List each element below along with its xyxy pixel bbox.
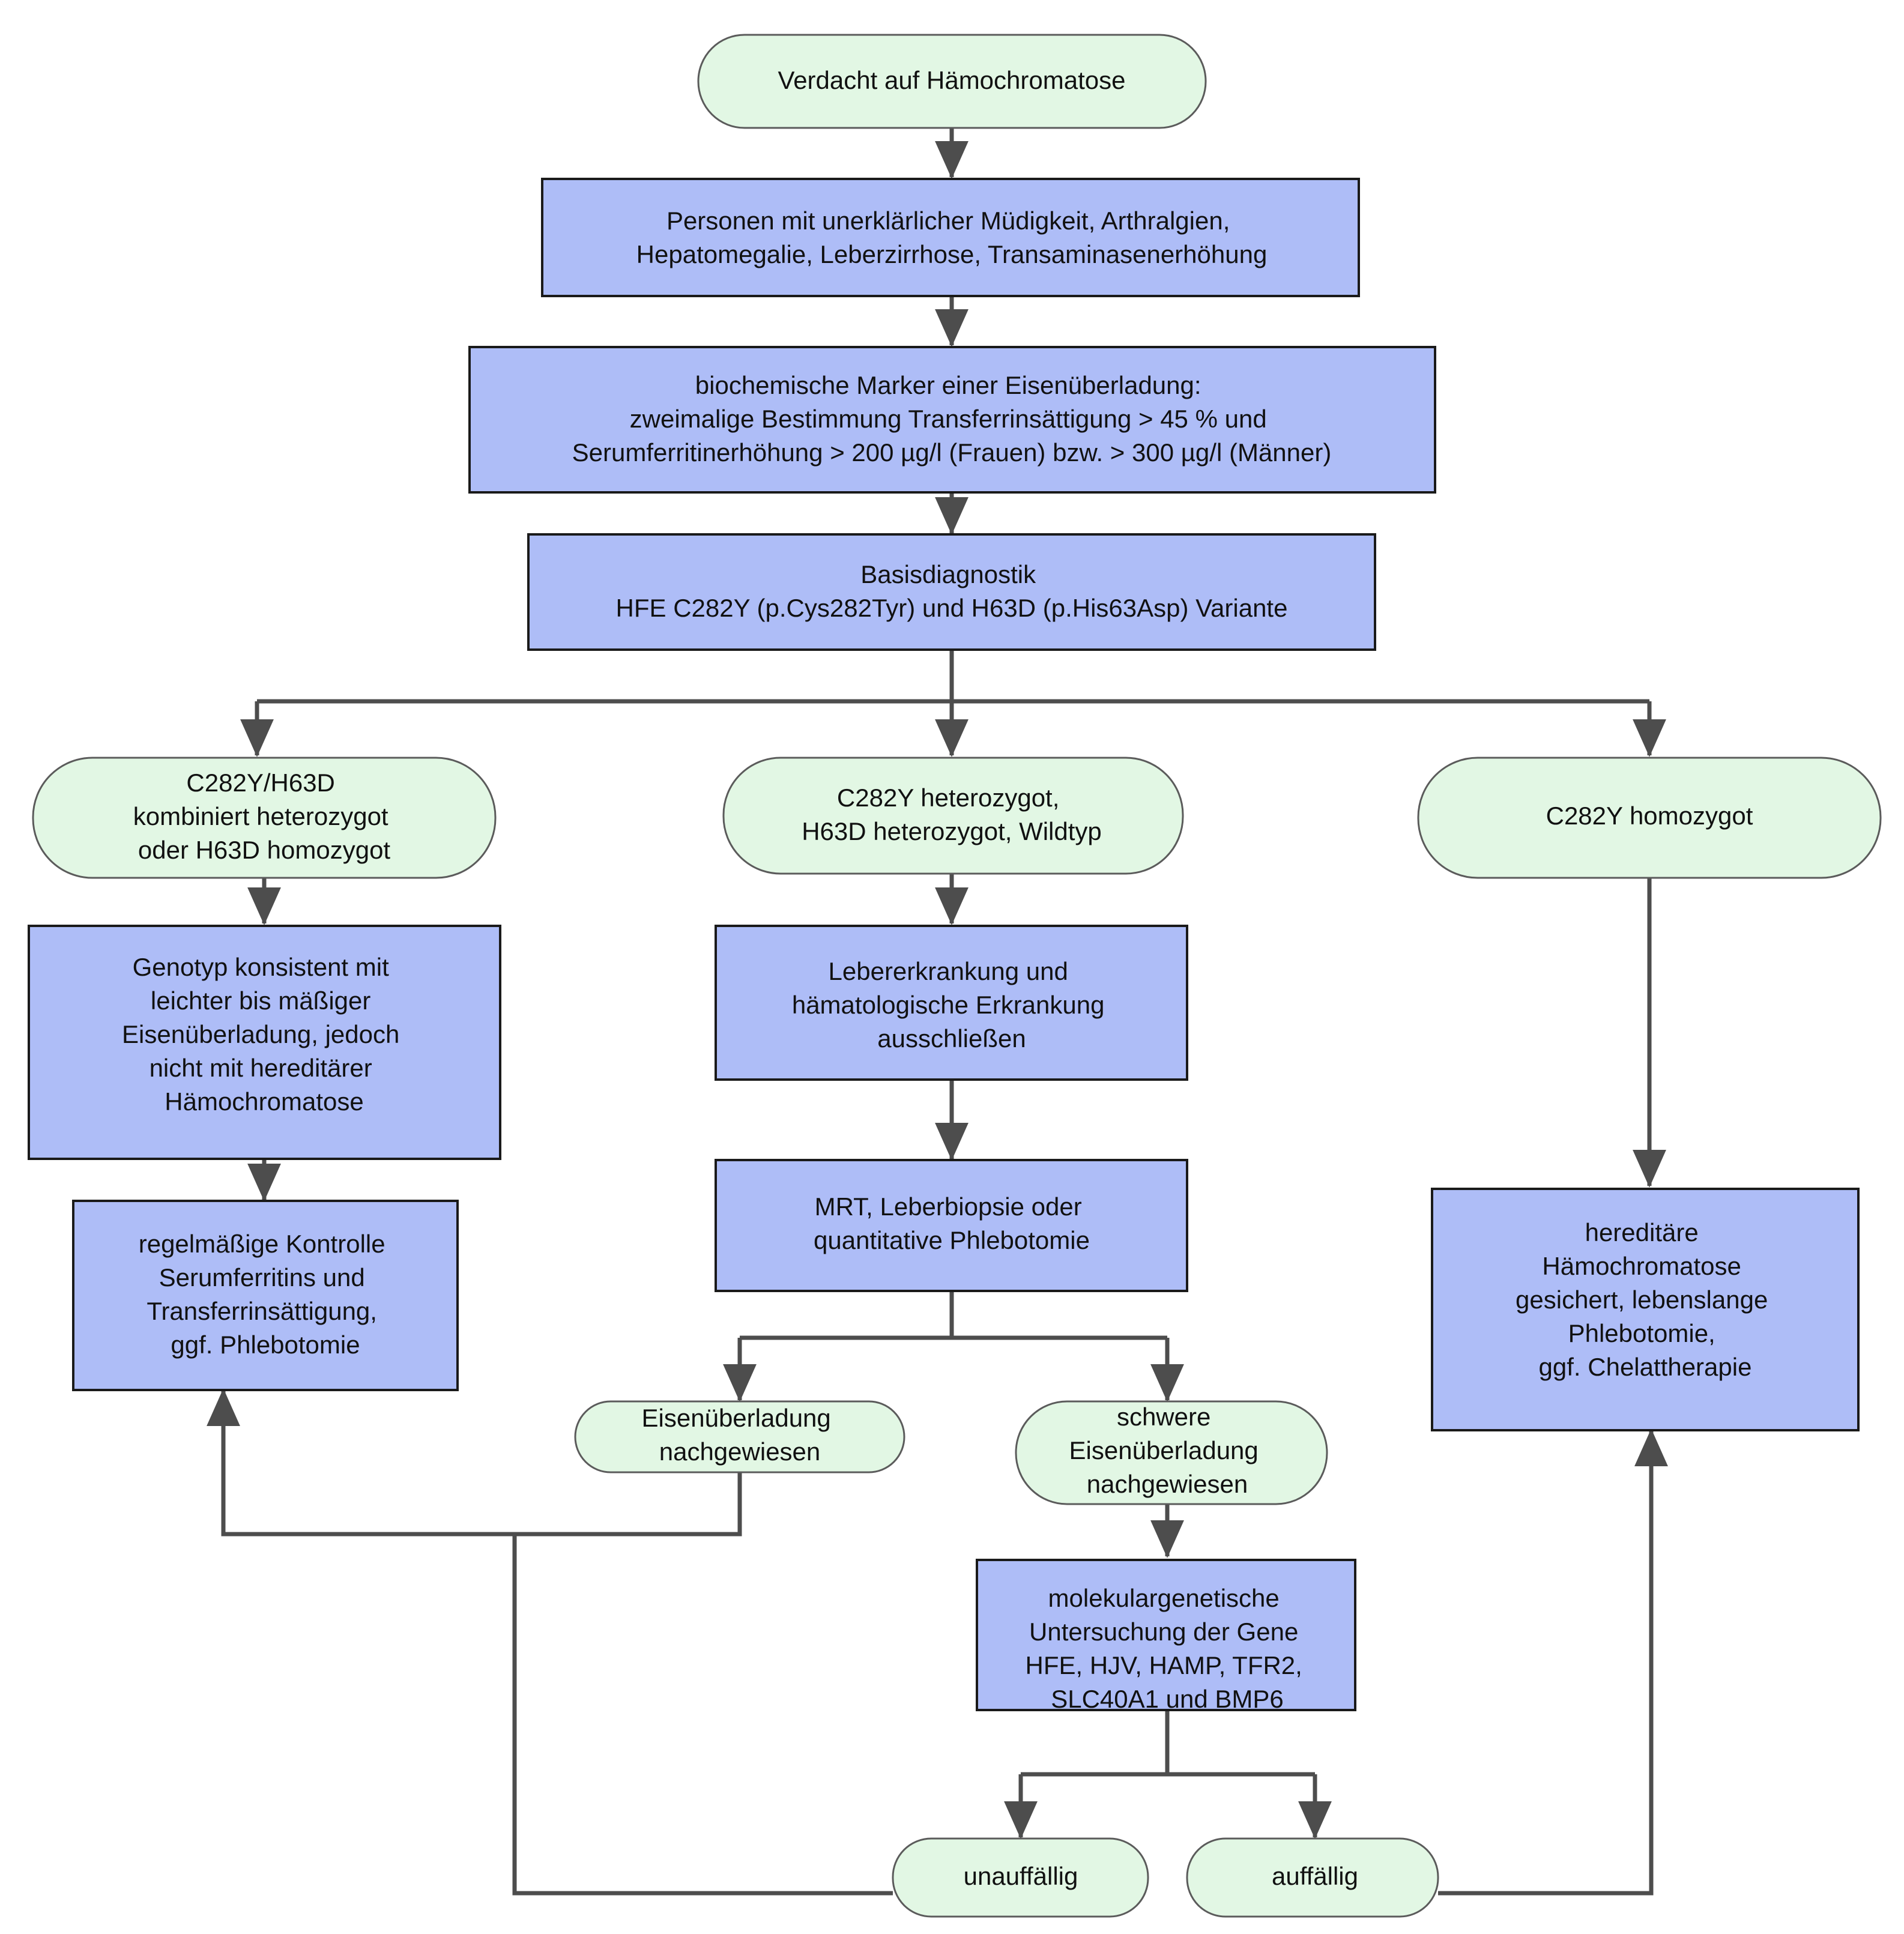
node-shape-rect bbox=[715, 925, 1188, 1081]
node-text: C282Y/H63D kombiniert heterozygot oder H… bbox=[133, 769, 396, 864]
node-shape-rect bbox=[72, 1200, 459, 1391]
node-shape-pill bbox=[1015, 1400, 1328, 1505]
node-shape-pill bbox=[32, 757, 497, 879]
node-shape-pill bbox=[892, 1837, 1149, 1918]
node-regelmaessige-kontrolle[interactable]: regelmäßige Kontrolle Serumferritins und… bbox=[72, 1200, 459, 1391]
node-shape-rect bbox=[28, 925, 501, 1160]
node-text: schwere Eisenüberladung nachgewiesen bbox=[1069, 1403, 1266, 1498]
node-text: Personen mit unerklärlicher Müdigkeit, A… bbox=[636, 207, 1268, 268]
node-text: unauffällig bbox=[964, 1862, 1078, 1890]
node-text: regelmäßige Kontrolle Serumferritins und… bbox=[139, 1230, 393, 1359]
node-text: Lebererkrankung und hämatologische Erkra… bbox=[792, 957, 1111, 1053]
node-c282y-heterozygot-wildtyp[interactable]: C282Y heterozygot, H63D heterozygot, Wil… bbox=[722, 757, 1184, 875]
node-shape-rect bbox=[541, 178, 1360, 297]
edge-n17-n10 bbox=[1438, 1428, 1668, 1896]
node-c282y-h63d-kombiniert[interactable]: C282Y/H63D kombiniert heterozygot oder H… bbox=[32, 757, 497, 879]
node-shape-rect bbox=[976, 1559, 1356, 1711]
node-text: molekulargenetische Untersuchung der Gen… bbox=[1025, 1584, 1309, 1713]
node-text: Eisenüberladung nachgewiesen bbox=[642, 1404, 838, 1466]
node-shape-pill bbox=[697, 34, 1207, 129]
node-text: Genotyp konsistent mit leichter bis mäßi… bbox=[122, 953, 406, 1116]
node-schwere-eisenueberladung-nachgewiesen[interactable]: schwere Eisenüberladung nachgewiesen bbox=[1015, 1400, 1328, 1505]
node-text: MRT, Leberbiopsie oder quantitative Phle… bbox=[814, 1192, 1090, 1254]
node-text: C282Y heterozygot, H63D heterozygot, Wil… bbox=[802, 784, 1102, 845]
node-eisenueberladung-nachgewiesen[interactable]: Eisenüberladung nachgewiesen bbox=[574, 1400, 905, 1473]
node-shape-rect bbox=[468, 346, 1436, 494]
node-shape-rect bbox=[1431, 1188, 1860, 1431]
node-shape-pill bbox=[1186, 1837, 1439, 1918]
node-shape-pill bbox=[1417, 757, 1882, 879]
node-personen-symptome[interactable]: Personen mit unerklärlicher Müdigkeit, A… bbox=[541, 178, 1360, 297]
node-shape-rect bbox=[715, 1159, 1188, 1292]
node-text: hereditäre Hämochromatose gesichert, leb… bbox=[1516, 1218, 1775, 1381]
edge-n13-n11 bbox=[207, 1388, 742, 1537]
node-shape-pill bbox=[574, 1400, 905, 1473]
node-molekulargenetische-untersuchung[interactable]: molekulargenetische Untersuchung der Gen… bbox=[976, 1559, 1356, 1713]
node-biochemische-marker[interactable]: biochemische Marker einer Eisenüberladun… bbox=[468, 346, 1436, 494]
node-mrt-leberbiopsie[interactable]: MRT, Leberbiopsie oder quantitative Phle… bbox=[715, 1159, 1188, 1292]
node-c282y-homozygot[interactable]: C282Y homozygot bbox=[1417, 757, 1882, 879]
node-basisdiagnostik[interactable]: Basisdiagnostik HFE C282Y (p.Cys282Tyr) … bbox=[527, 533, 1376, 651]
node-verdacht-auf-haemochromatose[interactable]: Verdacht auf Hämochromatose bbox=[697, 34, 1207, 129]
node-text: Basisdiagnostik HFE C282Y (p.Cys282Tyr) … bbox=[616, 560, 1288, 622]
edge-n16-n11 bbox=[512, 1534, 893, 1896]
node-text: C282Y homozygot bbox=[1546, 802, 1753, 830]
node-auffaellig[interactable]: auffällig bbox=[1186, 1837, 1439, 1918]
node-text: auffällig bbox=[1272, 1862, 1358, 1890]
node-lebererkrankung-ausschliessen[interactable]: Lebererkrankung und hämatologische Erkra… bbox=[715, 925, 1188, 1081]
node-shape-rect bbox=[527, 533, 1376, 651]
node-genotyp-konsistent[interactable]: Genotyp konsistent mit leichter bis mäßi… bbox=[28, 925, 501, 1160]
node-text: Verdacht auf Hämochromatose bbox=[778, 66, 1126, 94]
node-text: biochemische Marker einer Eisenüberladun… bbox=[572, 371, 1332, 467]
node-unauffaellig[interactable]: unauffällig bbox=[892, 1837, 1149, 1918]
edge-layer bbox=[207, 128, 1668, 1896]
node-hereditaere-haemochromatose-gesichert[interactable]: hereditäre Hämochromatose gesichert, leb… bbox=[1431, 1188, 1860, 1431]
node-shape-pill bbox=[722, 757, 1184, 875]
